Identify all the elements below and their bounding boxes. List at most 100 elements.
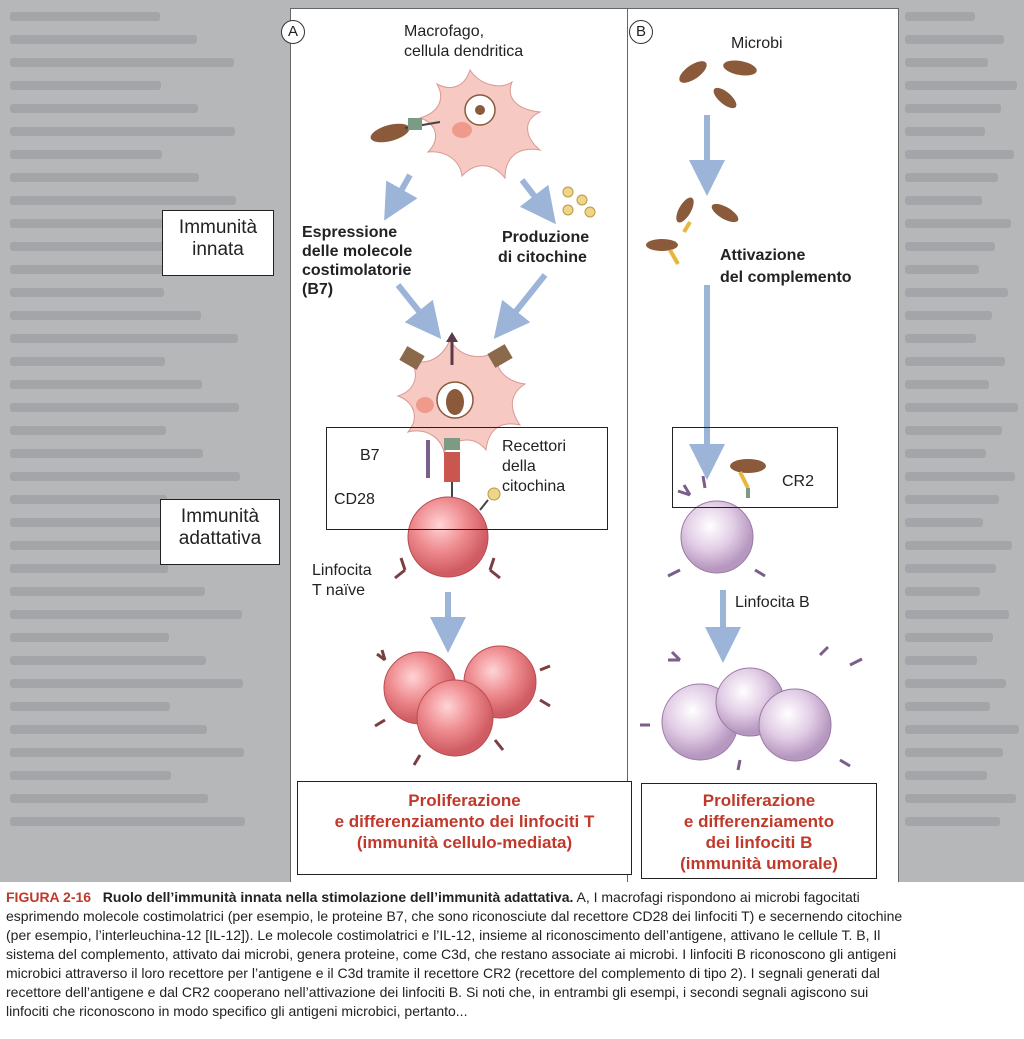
background-text-line: [10, 311, 201, 320]
background-text-line: [905, 817, 1000, 826]
background-text-line: [905, 196, 982, 205]
costim-label-2: delle molecole: [302, 243, 413, 260]
background-text-line: [905, 794, 1016, 803]
background-text-line: [10, 150, 162, 159]
background-text-line: [10, 81, 161, 90]
proliferating-b-cells-icon: [640, 645, 863, 771]
background-text-line: [10, 288, 164, 297]
complement-microbes-icon: [646, 197, 739, 265]
innate-immunity-label: Immunità innata: [162, 210, 274, 276]
background-text-line: [905, 173, 998, 182]
background-text-line: [10, 495, 167, 504]
background-text-line: [10, 610, 242, 619]
figure-caption: FIGURA 2-16 Ruolo dell’immunità innata n…: [0, 882, 1024, 1039]
microbes-label: Microbi: [731, 35, 783, 52]
naive-t-label-1: Linfocita: [312, 562, 372, 579]
costim-label-4: (B7): [302, 281, 334, 298]
cr2-microbe-icon: [730, 459, 766, 498]
background-text-line: [10, 12, 160, 21]
microbe-icon: [370, 118, 441, 143]
background-text-line: [905, 518, 983, 527]
b-cell-icon: [667, 475, 766, 578]
background-text-line: [10, 380, 202, 389]
arrow-to-apc-left: [395, 283, 442, 340]
background-text-line: [905, 403, 1018, 412]
background-text-line: [905, 725, 1019, 734]
caption-line-3: (per esempio, l’interleuchina-12 [IL-12]…: [6, 927, 881, 943]
background-text-line: [10, 633, 169, 642]
background-text-line: [905, 58, 988, 67]
costim-label-3: costimolatorie: [302, 262, 412, 279]
receptor-detail-box: [326, 427, 608, 530]
activated-apc-icon: [396, 332, 527, 454]
background-text-line: [10, 518, 204, 527]
t-cell-outcome-box: Proliferazione e differenziamento dei li…: [297, 781, 632, 875]
cytokine-receptor-icon: [479, 487, 501, 511]
caption-line-2: esprimendo molecole costimolatrici (per …: [6, 908, 903, 924]
background-text-line: [10, 702, 170, 711]
cd28-label: CD28: [334, 491, 375, 508]
background-text-line: [10, 426, 166, 435]
b-outcome-line-3: dei linfociti B: [705, 833, 813, 852]
background-text-line: [905, 679, 1006, 688]
background-text-line: [10, 587, 205, 596]
adaptive-immunity-label: Immunità adattativa: [160, 499, 280, 565]
figure-number: FIGURA 2-16: [6, 889, 92, 905]
caption-line-1-rest: A, I macrofagi rispondono ai microbi fag…: [576, 889, 860, 905]
background-text-line: [905, 702, 990, 711]
background-text-line: [905, 104, 1001, 113]
complement-label-2: del complemento: [720, 269, 852, 286]
background-page-text: [10, 12, 1019, 826]
b7-label: B7: [360, 447, 380, 464]
b-cell-outcome-box: Proliferazione e differenziamento dei li…: [641, 783, 877, 879]
receptor-label-2: della: [502, 458, 536, 475]
background-text-line: [10, 35, 197, 44]
background-text-line: [10, 564, 168, 573]
background-text-line: [10, 748, 244, 757]
background-text-line: [905, 81, 1017, 90]
background-text-line: [10, 357, 165, 366]
background-text-line: [905, 150, 1014, 159]
t-outcome-line-2: e differenziamento dei linfociti T: [334, 812, 595, 831]
background-text-line: [10, 242, 200, 251]
background-text-line: [905, 265, 979, 274]
background-text-line: [10, 449, 203, 458]
innate-line-1: Immunità: [178, 217, 258, 238]
arrow-to-apc-right: [493, 273, 548, 340]
background-text-line: [905, 426, 1002, 435]
caption-line-5: microbici attraverso il loro recettore p…: [6, 965, 880, 981]
panel-a-label: A: [281, 20, 305, 44]
caption-line-1: FIGURA 2-16 Ruolo dell’immunità innata n…: [6, 888, 1024, 906]
background-text-line: [905, 242, 995, 251]
background-text-line: [10, 219, 163, 228]
arrow-costim: [384, 173, 418, 221]
background-text-line: [10, 104, 198, 113]
background-text-line: [905, 587, 980, 596]
background-text-line: [10, 58, 234, 67]
complement-label-1: Attivazione: [720, 247, 806, 264]
background-text-line: [905, 449, 986, 458]
background-text-line: [10, 771, 171, 780]
cytokine-icon: [562, 186, 596, 218]
b7-cd28-icon: [426, 438, 460, 500]
background-text-line: [905, 127, 985, 136]
background-text-line: [905, 219, 1011, 228]
background-text-line: [10, 725, 207, 734]
b-outcome-line-1: Proliferazione: [702, 791, 816, 810]
naive-t-label-2: T naïve: [312, 582, 366, 599]
adaptive-line-1: Immunità: [180, 506, 260, 527]
background-text-line: [905, 311, 992, 320]
receptor-label-3: citochina: [502, 478, 566, 495]
background-text-line: [10, 196, 236, 205]
apc-label-1: Macrofago,: [404, 23, 485, 40]
cr2-detail-box: [672, 427, 838, 508]
background-text-line: [905, 656, 977, 665]
background-text-line: [905, 288, 1008, 297]
proliferating-t-cells-icon: [374, 645, 551, 766]
microbes-icon: [679, 60, 757, 109]
figure-title: Ruolo dell’immunità innata nella stimola…: [102, 889, 574, 905]
b-outcome-line-4: (immunità umorale): [680, 854, 838, 873]
costim-label-1: Espressione: [302, 224, 398, 241]
caption-line-4: sistema del complemento, attivato dai mi…: [6, 946, 897, 962]
receptor-label-1: Recettori: [502, 438, 567, 455]
